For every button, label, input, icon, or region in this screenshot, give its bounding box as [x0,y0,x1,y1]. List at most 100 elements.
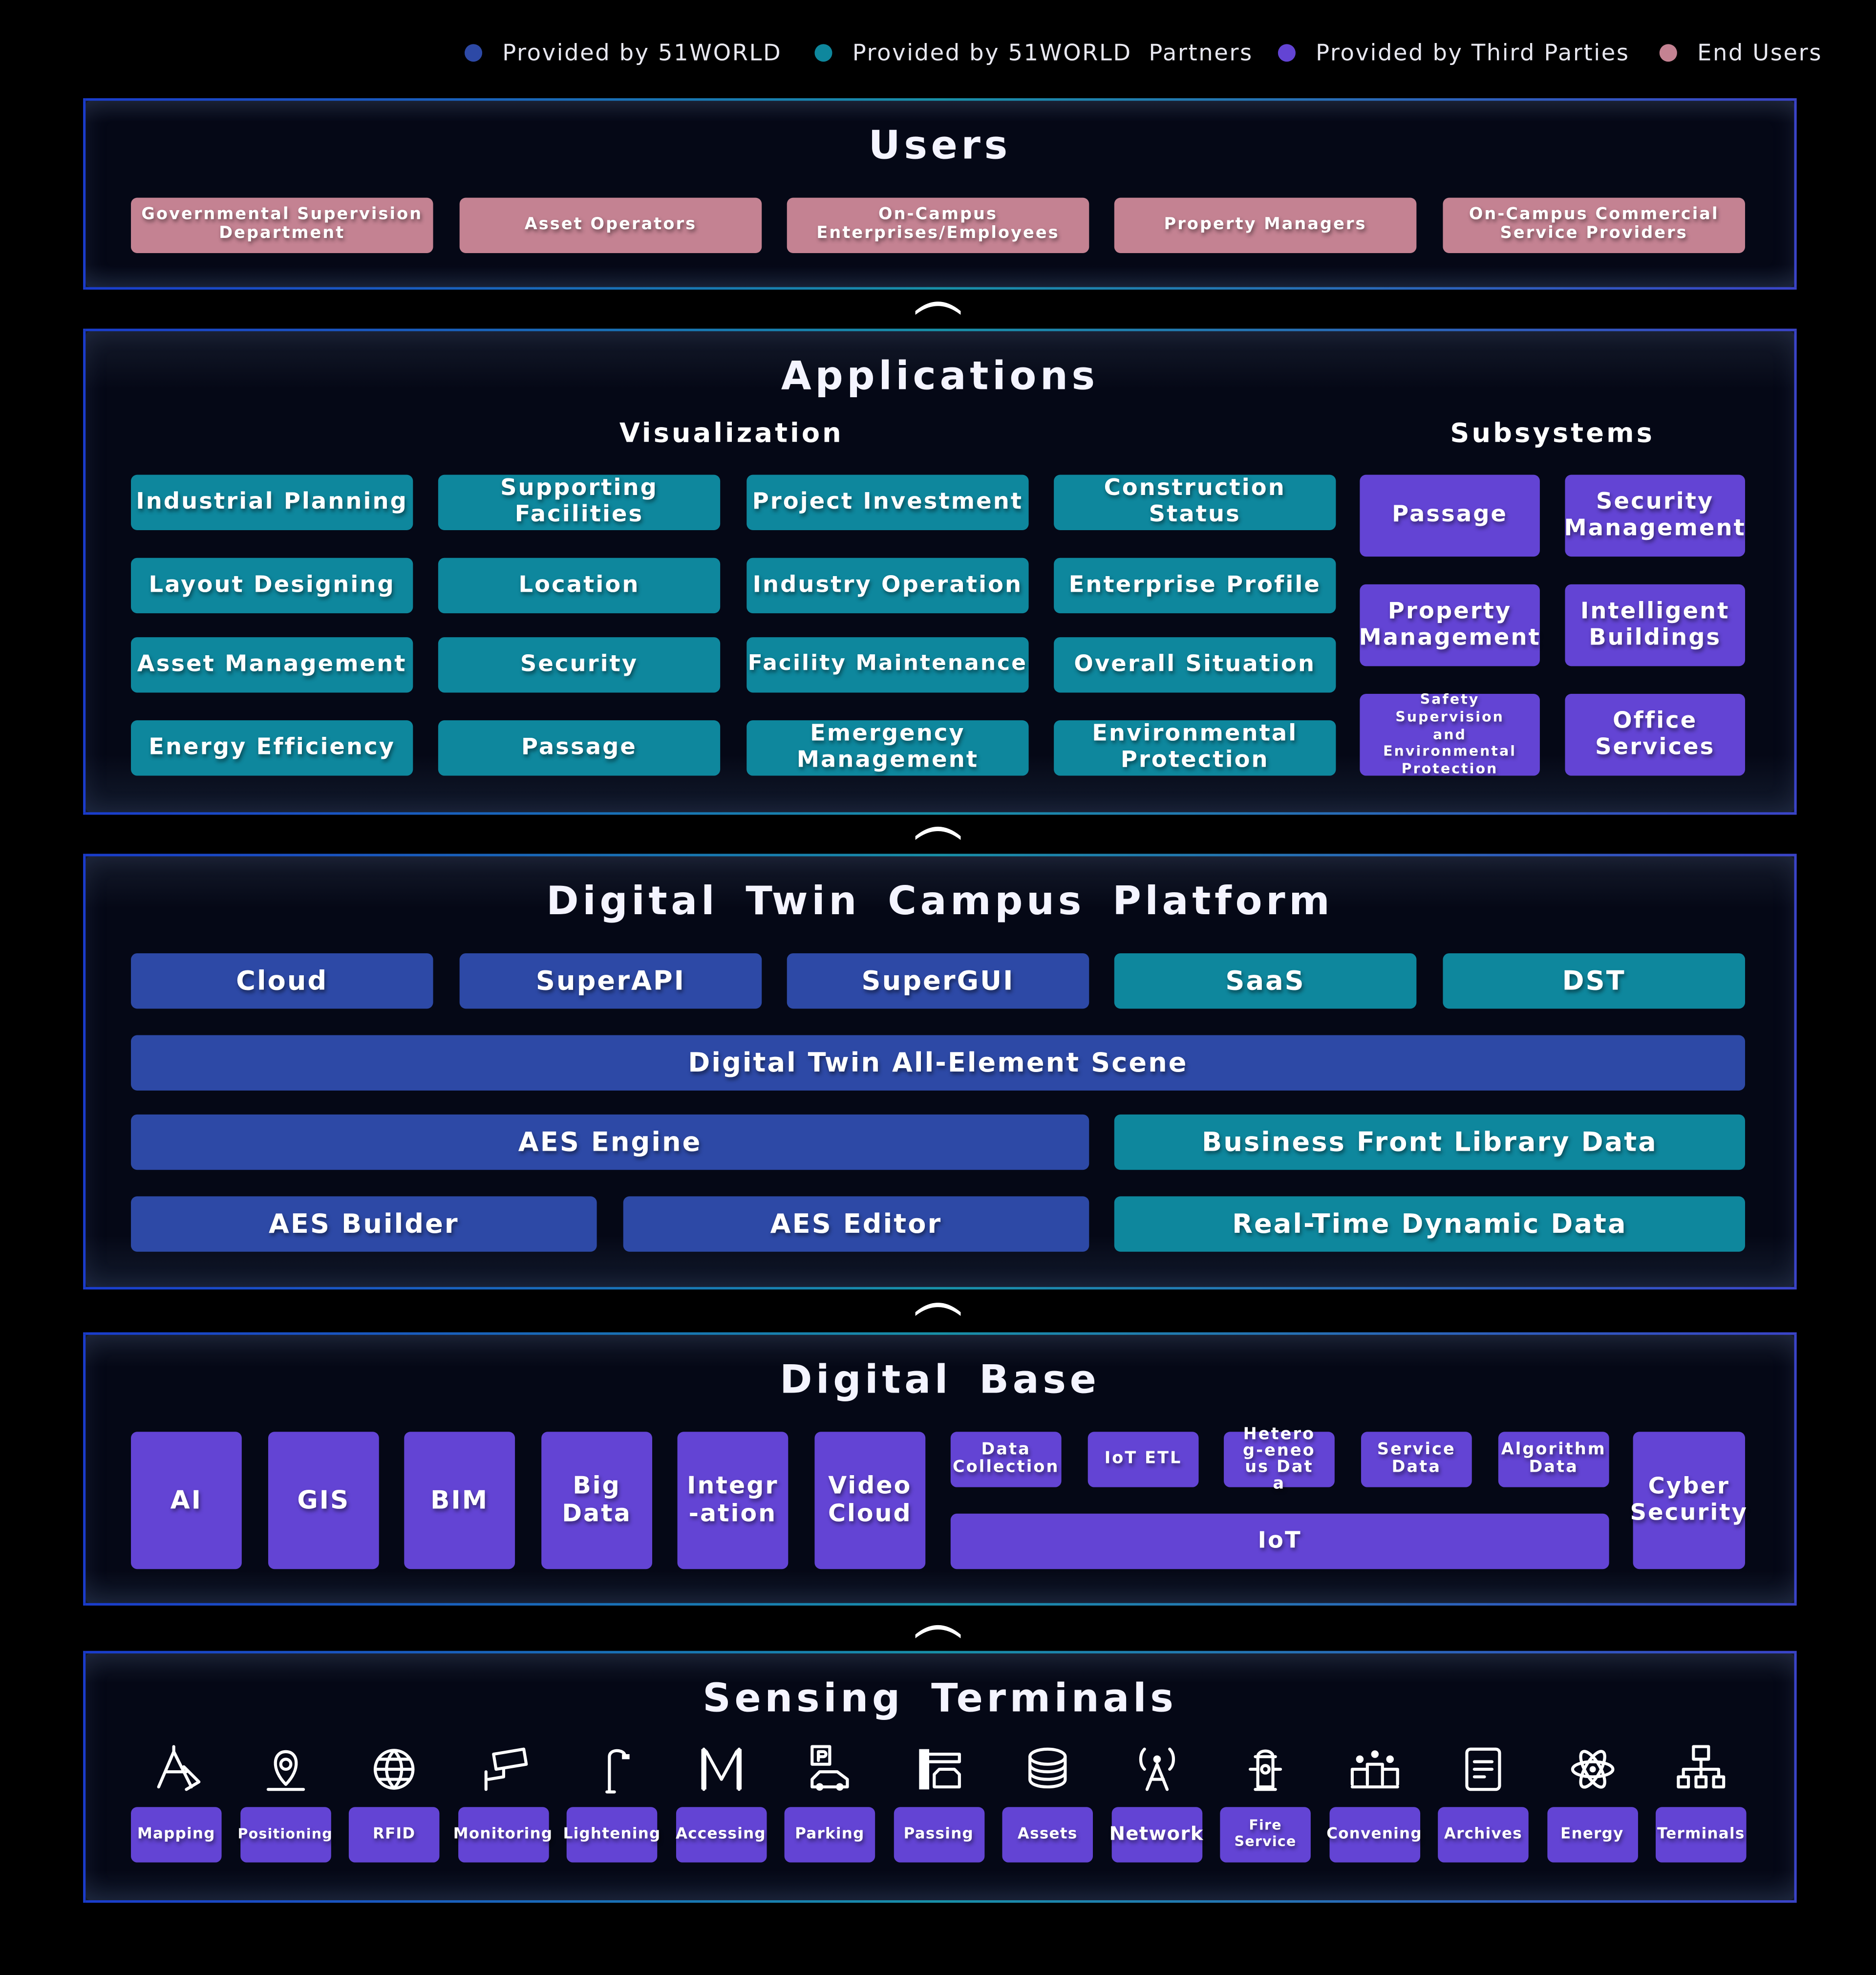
vis-item: Asset Management [131,637,413,693]
sensing-item-label: Accessing [675,1807,767,1863]
legend-dot [1659,44,1677,62]
barrier-icon [918,1749,960,1790]
sensing-item-label: Mapping [131,1807,222,1863]
vis-item: Enterprise Profile [1054,558,1336,614]
sensing-item-label: Monitoring [453,1807,552,1863]
sensing-item-label: Parking [784,1807,875,1863]
vis-item: Overall Situation [1054,637,1336,693]
location-pin-icon [266,1750,304,1791]
vis-item: Industry Operation [746,558,1029,614]
up-arrow-icon [915,1303,961,1316]
up-arrow-icon [915,826,961,840]
subsystem-item: Passage [1360,474,1540,557]
panel-title: Digital Twin Campus Platform [546,879,1334,924]
vis-item: Layout Designing [131,558,413,614]
sensing-item-label: RFID [348,1807,440,1863]
subsystem-item: Property Management [1359,584,1540,666]
vis-item: Environmental Protection [1054,720,1336,776]
sensing-item-label: Assets [1002,1807,1093,1863]
legend-dot [464,44,483,62]
user-enterprises: On-Campus Enterprises/Employees [787,197,1089,254]
sensing-item-label: Positioning [238,1807,332,1863]
user-asset-operators: Asset Operators [459,197,762,254]
base-gis: GIS [268,1432,379,1569]
legend-partners: Provided by 51WORLD Partners [814,38,1253,68]
platform-aes-engine: AES Engine [131,1114,1089,1170]
sensing-item-label: Passing [893,1807,984,1863]
street-lamp-icon [605,1749,630,1794]
base-cyber-security: Cyber Security [1630,1432,1747,1569]
subsystem-item: Intelligent Buildings [1565,584,1745,666]
legend-51world: Provided by 51WORLD [464,38,782,68]
base-integration: Integr-ation [677,1432,789,1569]
coins-icon [1028,1747,1067,1789]
sensing-item-label: Terminals [1656,1807,1747,1863]
base-algorithm-data: Algorithm Data [1498,1432,1609,1487]
base-iot: IoT [950,1513,1609,1569]
base-iot-etl: IoT ETL [1087,1432,1199,1487]
platform-realtime: Real-Time Dynamic Data [1114,1196,1745,1252]
subsystems-heading: Subsystems [1450,418,1655,449]
vis-item: Project Investment [746,474,1029,531]
legend-label: End Users [1697,40,1823,66]
base-service-data: Service Data [1361,1432,1472,1487]
vis-item: Security [438,637,721,693]
base-big-data: Big Data [541,1432,652,1569]
sensing-item-label: Network [1109,1807,1203,1863]
platform-aes-builder: AES Builder [131,1196,597,1252]
platform-supergui: SuperGUI [787,953,1089,1009]
up-arrow-icon [915,1625,961,1638]
panel-title: Digital Base [780,1357,1100,1403]
parking-icon [810,1745,849,1791]
subsystem-item: Security Management [1564,474,1745,557]
camera-icon [484,1747,528,1791]
subsystem-item: Safety Supervision and Environmental Pro… [1360,691,1540,777]
platform-aes-editor: AES Editor [623,1196,1089,1252]
panel-title: Sensing Terminals [703,1676,1177,1722]
platform-dst: DST [1443,953,1745,1009]
platform-superapi: SuperAPI [459,953,762,1009]
vis-item: Supporting Facilities [438,474,721,531]
gate-icon [701,1747,741,1791]
mapping-icon [157,1745,201,1791]
base-data-collection: Data Collection [950,1432,1062,1487]
vis-item: Emergency Management [746,720,1029,776]
panel-title: Users [868,123,1011,169]
sensing-item-label: Fire Service [1220,1807,1311,1863]
up-arrow-icon [915,301,961,315]
vis-item: Construction Status [1054,474,1336,531]
users-panel: Users [83,98,1797,290]
hydrant-icon [1249,1749,1282,1791]
user-commercial-providers: On-Campus Commercial Service Providers [1443,197,1745,254]
base-heterogeneous-data: Heterog-eneous Data [1224,1427,1335,1492]
legend-dot [814,44,832,62]
legend-label: Provided by 51WORLD [502,40,782,66]
platform-business-front: Business Front Library Data [1114,1114,1745,1170]
sensing-item-label: Archives [1438,1807,1529,1863]
antenna-icon [1138,1747,1174,1791]
visualization-heading: Visualization [619,418,844,449]
document-icon [1465,1747,1501,1791]
base-ai: AI [131,1432,242,1569]
sensing-item-label: Convening [1326,1807,1421,1863]
platform-scene: Digital Twin All-Element Scene [131,1035,1745,1091]
vis-item: Location [438,558,721,614]
subsystem-item: Office Services [1565,694,1745,776]
platform-saas: SaaS [1114,953,1417,1009]
legend-end-users: End Users [1659,38,1823,68]
atom-icon [1570,1750,1614,1789]
user-governmental: Governmental Supervision Department [131,197,433,254]
panel-title: Applications [781,354,1099,399]
vis-item: Energy Efficiency [131,720,413,776]
globe-icon [373,1749,415,1790]
vis-item: Passage [438,720,721,776]
legend-dot [1278,44,1296,62]
legend-label: Provided by 51WORLD Partners [852,40,1253,66]
base-bim: BIM [404,1432,515,1569]
user-property-managers: Property Managers [1114,197,1417,254]
network-tree-icon [1677,1745,1726,1789]
sensing-item-label: Energy [1547,1807,1638,1863]
vis-item: Industrial Planning [131,474,413,531]
platform-cloud: Cloud [131,953,433,1009]
meeting-icon [1350,1750,1399,1789]
